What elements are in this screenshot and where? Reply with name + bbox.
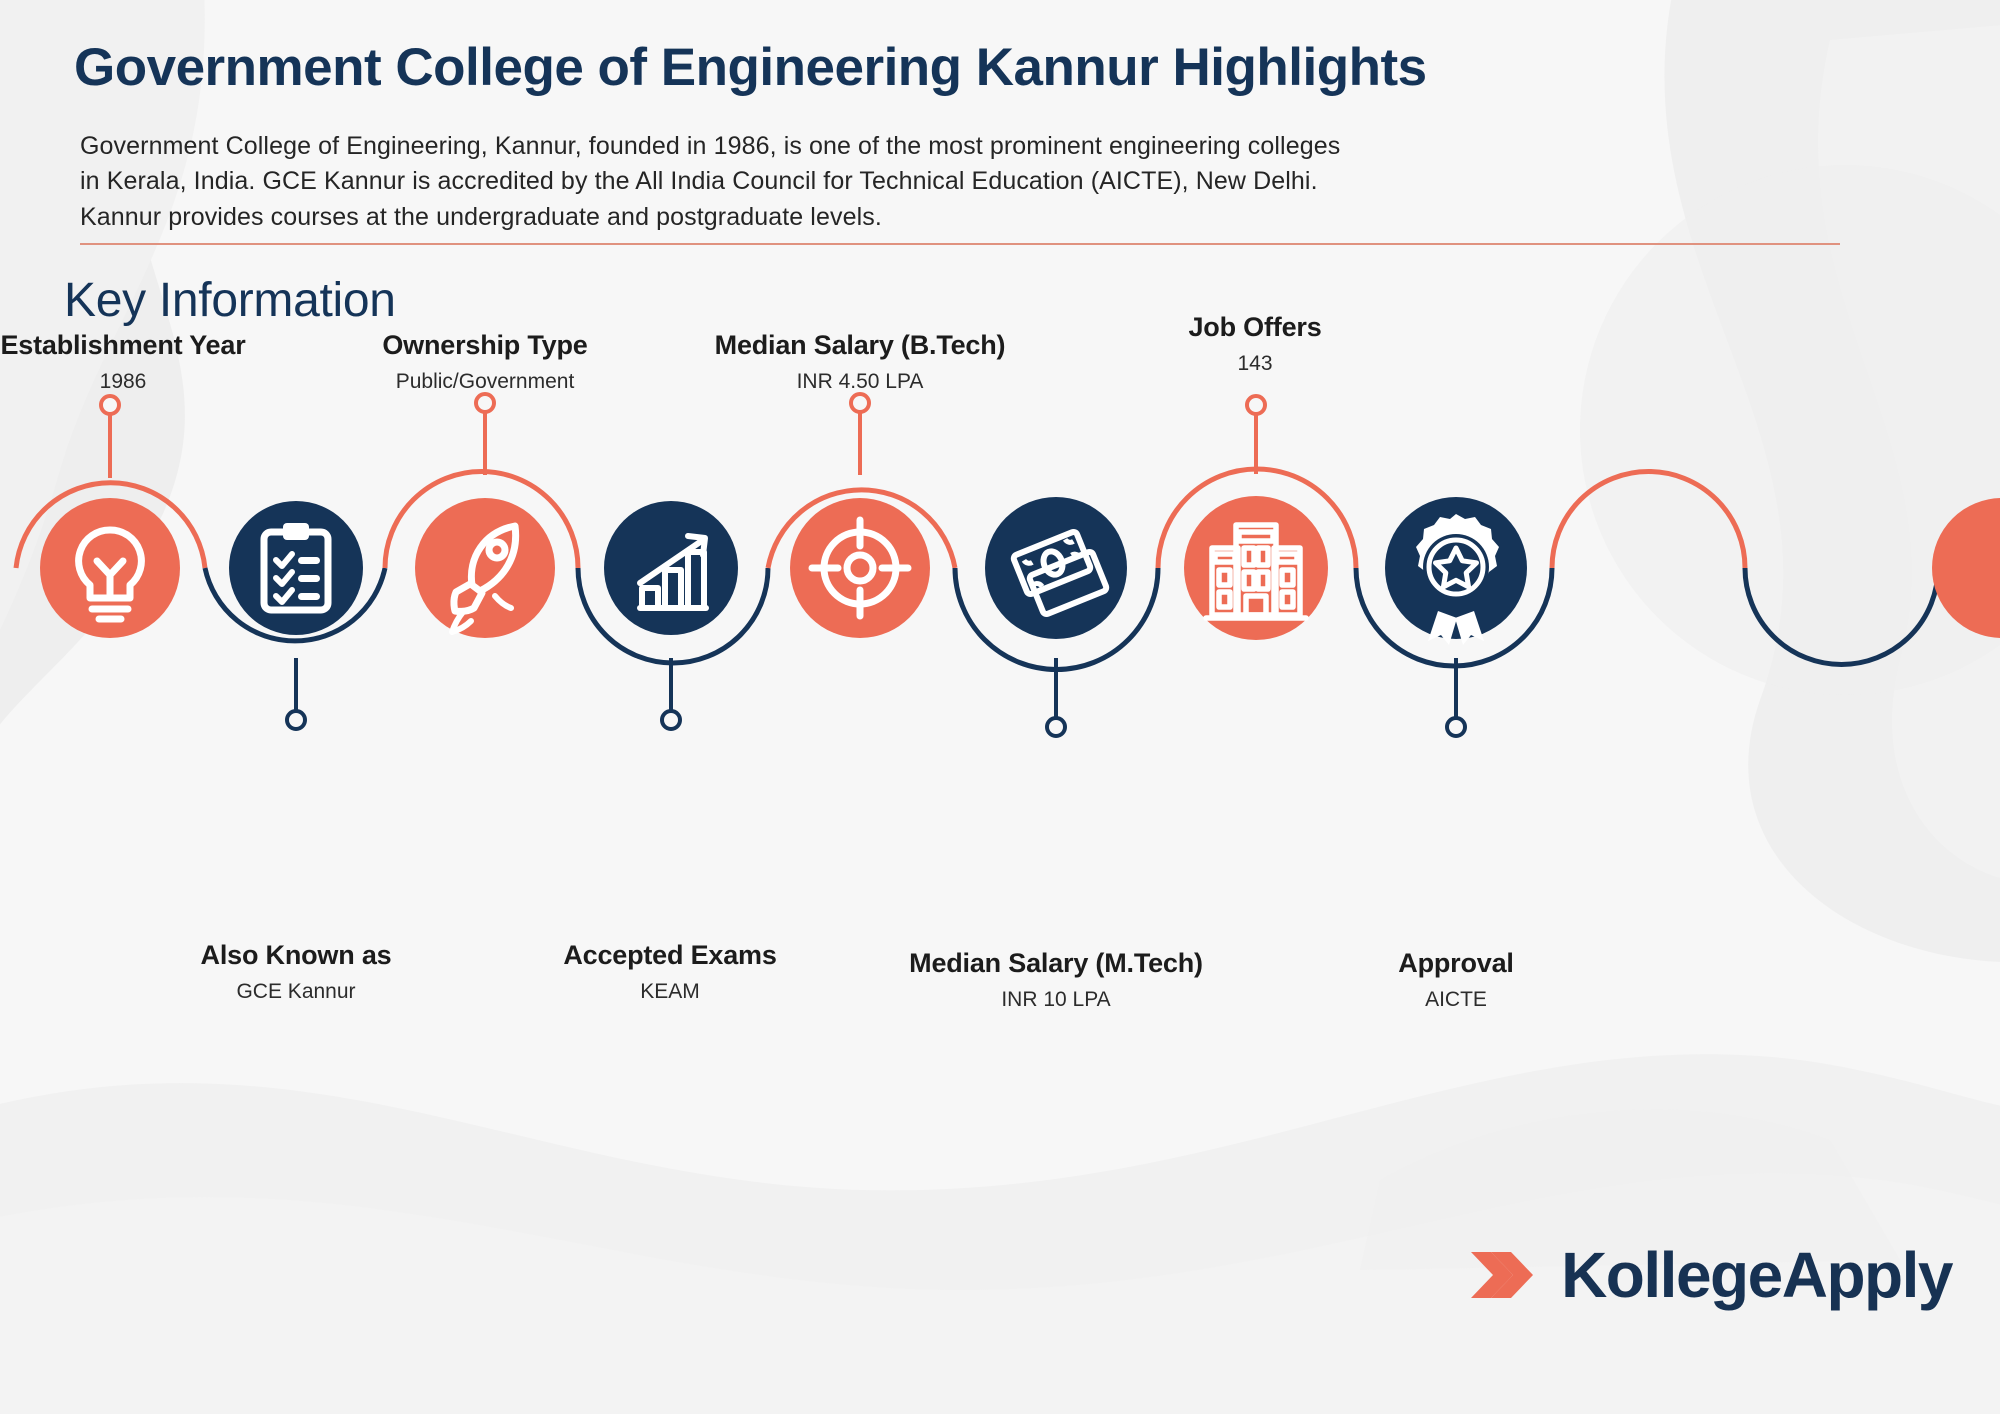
timeline-node-5[interactable] <box>790 498 930 638</box>
label-median-salary-mtech: Median Salary (M.Tech) INR 10 LPA <box>876 948 1236 1012</box>
timeline-node-9-partial <box>1932 498 2000 638</box>
timeline-stem-dot-5 <box>849 392 871 414</box>
label-value: INR 4.50 LPA <box>796 370 924 393</box>
section-title: Key Information <box>64 274 396 328</box>
label-title: Also Known as <box>200 940 392 970</box>
label-value: AICTE <box>1425 988 1487 1011</box>
label-title: Job Offers <box>1188 312 1322 342</box>
label-title: Median Salary (M.Tech) <box>909 948 1203 978</box>
label-value: Public/Government <box>395 370 575 393</box>
timeline-stem-dot-3 <box>474 392 496 414</box>
node-circle-3 <box>415 498 555 638</box>
brand-logo[interactable]: KollegeApply <box>1461 1236 1953 1314</box>
intro-line-2: in Kerala, India. GCE Kannur is accredit… <box>80 167 1318 196</box>
label-value: 1986 <box>99 370 147 393</box>
timeline-stem-dot-7 <box>1245 394 1267 416</box>
node-circle-9 <box>1932 498 2000 638</box>
timeline-arc-orange-5 <box>1549 469 1748 569</box>
label-accepted-exams: Accepted Exams KEAM <box>520 940 820 1004</box>
timeline-node-1[interactable] <box>40 498 180 638</box>
timeline-stem-dot-1 <box>99 394 121 416</box>
label-median-salary-btech: Median Salary (B.Tech) INR 4.50 LPA <box>680 330 1040 394</box>
page-title: Government College of Engineering Kannur… <box>74 38 1427 97</box>
timeline-stem-dot-8 <box>1445 716 1467 738</box>
timeline-node-3[interactable] <box>415 498 555 638</box>
label-title: Establishment Year <box>0 330 246 360</box>
label-title: Approval <box>1398 948 1514 978</box>
timeline-node-7[interactable] <box>1184 496 1328 640</box>
intro-line-1: Government College of Engineering, Kannu… <box>80 131 1341 160</box>
label-job-offers: Job Offers 143 <box>1090 312 1420 376</box>
timeline-node-4[interactable] <box>604 501 738 635</box>
label-also-known-as: Also Known as GCE Kannur <box>146 940 446 1004</box>
timeline-stem-dot-6 <box>1045 716 1067 738</box>
header: Government College of Engineering Kannur… <box>0 0 2000 328</box>
label-ownership-type: Ownership Type Public/Government <box>335 330 635 394</box>
timeline-arc-navy-5 <box>1742 567 1941 667</box>
double-chevron-logo-icon <box>1471 1252 1534 1298</box>
timeline-node-6[interactable] <box>985 497 1127 639</box>
label-value: 143 <box>1237 352 1273 375</box>
label-value: GCE Kannur <box>236 980 356 1003</box>
intro-line-3: Kannur provides courses at the undergrad… <box>80 202 882 231</box>
intro-paragraph: Government College of Engineering, Kannu… <box>80 129 1840 246</box>
label-title: Accepted Exams <box>563 940 777 970</box>
label-value: INR 10 LPA <box>1001 988 1111 1011</box>
label-establishment-year: Establishment Year 1986 <box>0 330 246 394</box>
label-title: Ownership Type <box>382 330 588 360</box>
label-approval: Approval AICTE <box>1316 948 1596 1012</box>
label-title: Median Salary (B.Tech) <box>714 330 1006 360</box>
brand-name: KollegeApply <box>1561 1239 1953 1311</box>
label-value: KEAM <box>640 980 700 1003</box>
timeline-node-8[interactable] <box>1385 497 1527 645</box>
timeline-stem-dot-2 <box>285 709 307 731</box>
timeline-stem-dot-4 <box>660 709 682 731</box>
node-circle-2 <box>229 501 363 635</box>
timeline-node-2[interactable] <box>229 501 363 635</box>
